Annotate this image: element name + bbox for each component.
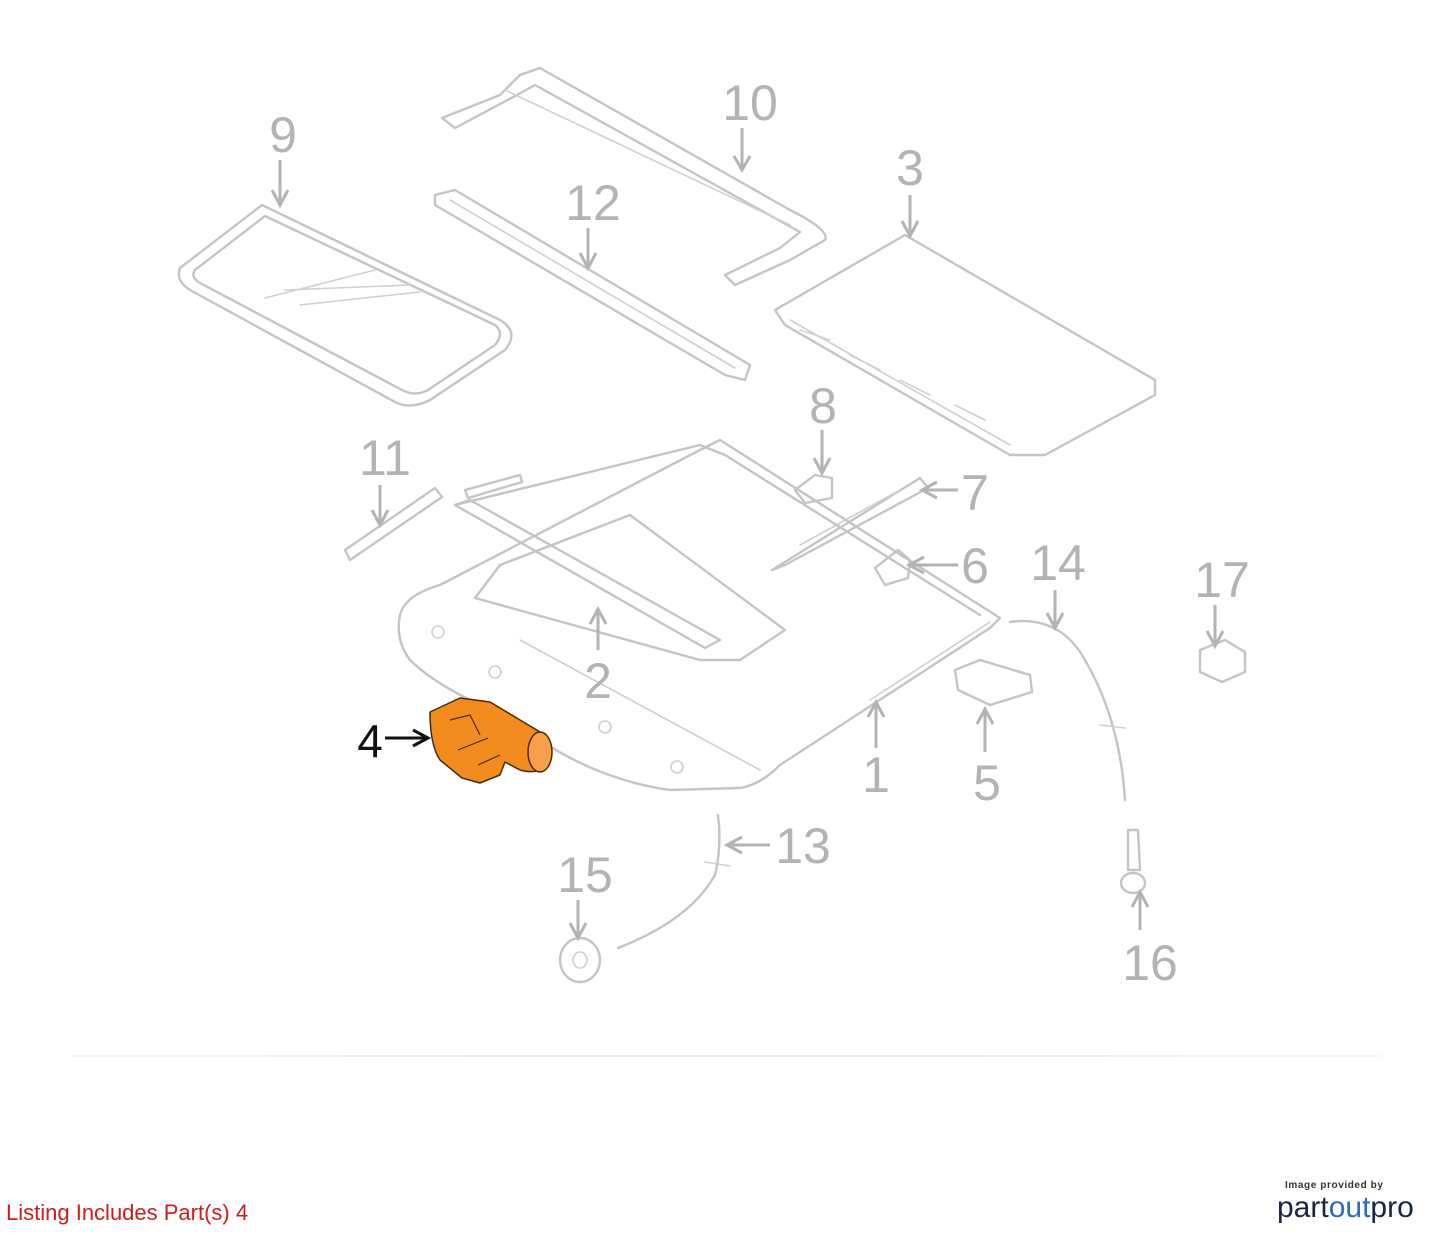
callout-6: 6 <box>961 538 989 594</box>
callout-5: 5 <box>973 755 1001 811</box>
callout-2: 2 <box>584 653 612 709</box>
part-9-glass-panel <box>177 203 513 407</box>
part-10-deflector <box>440 66 827 287</box>
part-1-frame <box>397 438 1002 792</box>
image-credit: Image provided by partoutpro <box>1277 1180 1427 1225</box>
callout-16: 16 <box>1122 935 1178 991</box>
part-6-clip <box>873 548 912 587</box>
part-3-sunshade <box>773 233 1157 457</box>
part-5-bracket <box>953 658 1034 707</box>
callout-15: 15 <box>557 847 613 903</box>
callout-10: 10 <box>722 75 778 131</box>
callout-7: 7 <box>961 465 989 521</box>
leader-lines <box>270 128 1225 942</box>
callout-13: 13 <box>775 818 831 874</box>
part-16-grommet <box>1119 828 1147 895</box>
logo-part-c: pro <box>1370 1191 1414 1224</box>
part-8-bracket <box>793 473 834 505</box>
separator-line <box>70 1055 1380 1057</box>
callout-1: 1 <box>862 747 890 803</box>
callout-17: 17 <box>1194 552 1250 608</box>
logo-part-a: part <box>1277 1191 1329 1224</box>
callout-4: 4 <box>357 715 383 767</box>
callout-9: 9 <box>269 107 297 163</box>
part-17-clip <box>1198 638 1247 684</box>
logo-part-b: out <box>1328 1191 1371 1224</box>
callout-3: 3 <box>896 140 924 196</box>
credit-caption: Image provided by <box>1285 1180 1384 1191</box>
part-2-seal <box>453 473 722 650</box>
part-14-drain-hose <box>1008 619 1127 802</box>
part-13-drain-hose <box>616 813 731 950</box>
callout-12: 12 <box>565 175 621 231</box>
partoutpro-logo: partoutpro <box>1277 1191 1427 1225</box>
listing-note: Listing Includes Part(s) 4 <box>6 1200 249 1225</box>
callout-14: 14 <box>1030 535 1086 591</box>
part-4-motor[interactable] <box>429 697 553 784</box>
callout-labels: 1 2 3 4 5 6 7 8 9 10 11 12 13 14 15 16 1… <box>269 75 1250 991</box>
callout-8: 8 <box>809 378 837 434</box>
part-15-grommet <box>558 936 602 984</box>
part-11-strip <box>343 486 444 562</box>
part-12-strip <box>433 188 752 382</box>
callout-11: 11 <box>359 430 411 486</box>
